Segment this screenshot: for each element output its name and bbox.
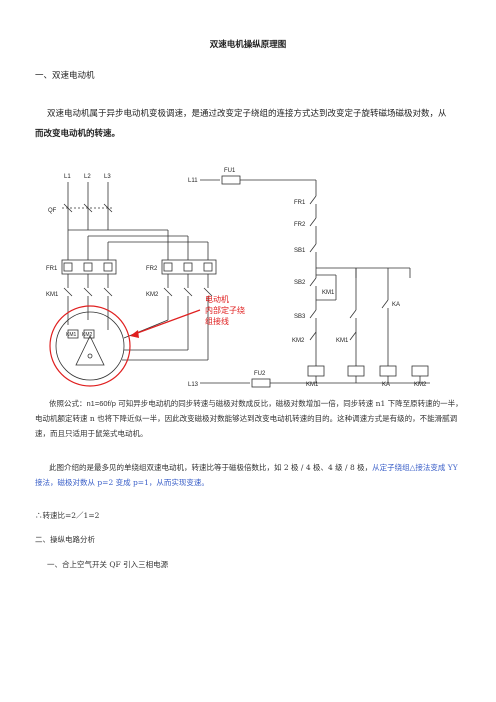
label-KM1-main: KM1 bbox=[46, 292, 59, 298]
intro-paragraph: 双速电动机属于异步电动机变极调速，是通过改变定子绕组的连接方式达到改变定子旋转磁… bbox=[35, 104, 465, 144]
label-L3: L3 bbox=[104, 174, 111, 180]
label-L13: L13 bbox=[188, 382, 199, 388]
label-L2: L2 bbox=[84, 174, 91, 180]
page-title: 双速电机操纵原理图 bbox=[209, 40, 287, 50]
label-KM1-hold: KM1 bbox=[322, 290, 335, 296]
label-KA-contact: KA bbox=[392, 302, 400, 308]
label-KM1-interlock: KM1 bbox=[336, 338, 349, 344]
label-SB3: SB3 bbox=[294, 314, 306, 320]
formula-text-b: 可知异步电动机的同步转速与磁极对数成反比，磁极对数增加一倍，同步转速 n1 下降… bbox=[35, 399, 463, 438]
label-FR2-ctrl: FR2 bbox=[294, 222, 306, 228]
formula: n1=60f/p bbox=[86, 399, 116, 408]
label-FU2: FU2 bbox=[254, 371, 266, 377]
label-KM1-motor: KM1 bbox=[66, 332, 77, 338]
label-SB2: SB2 bbox=[294, 280, 306, 286]
annotation-line-3: 组接线 bbox=[205, 316, 229, 326]
label-coil-KM1: KM1 bbox=[306, 382, 319, 388]
label-FR2-main: FR2 bbox=[146, 266, 158, 272]
section-heading-2: 二、操纵电路分析 bbox=[35, 535, 95, 544]
intro-text-b: 而改变电动机的转速。 bbox=[35, 129, 121, 139]
label-SB1: SB1 bbox=[294, 248, 306, 254]
subsection-1: 一、合上空气开关 QF 引入三相电源 bbox=[47, 560, 169, 569]
intro-text-a: 双速电动机属于异步电动机变极调速，是通过改变定子绕组的连接方式达到改变定子旋转磁… bbox=[47, 109, 447, 119]
label-L1: L1 bbox=[64, 174, 71, 180]
label-FU1: FU1 bbox=[224, 168, 236, 174]
formula-text-a: 依照公式： bbox=[49, 399, 87, 408]
formula-paragraph: 依照公式：n1=60f/p 可知异步电动机的同步转速与磁极对数成反比，磁极对数增… bbox=[35, 396, 465, 441]
annotation-line-2: 内部定子绕 bbox=[205, 305, 245, 315]
label-coil-KM2: KM2 bbox=[414, 382, 427, 388]
motor-text-a: 此图介绍的是最多见的单绕组双速电动机，转速比等于磁极倍数比，如 2 极 / 4 … bbox=[49, 463, 373, 472]
ratio-line: ∴转速比=2／1=2 bbox=[35, 511, 100, 520]
label-FR1-ctrl: FR1 bbox=[294, 200, 306, 206]
label-KM2-motor: KM2 bbox=[82, 332, 93, 338]
label-KM2-main: KM2 bbox=[146, 292, 159, 298]
label-KM2-interlock: KM2 bbox=[292, 338, 305, 344]
label-FR1-main: FR1 bbox=[46, 266, 58, 272]
intro-motor-paragraph: 此图介绍的是最多见的单绕组双速电动机，转速比等于磁极倍数比，如 2 极 / 4 … bbox=[35, 460, 465, 490]
annotation-line-1: 电动机 bbox=[205, 294, 229, 304]
section-heading-1: 一、双速电动机 bbox=[35, 71, 95, 81]
motor-text-blue: 从定子绕组△接法变成 YY 接法，磁极对数从 p=2 变成 p=1，从而实现变速… bbox=[35, 463, 458, 487]
label-QF: QF bbox=[48, 208, 57, 214]
label-coil-KA: KA bbox=[382, 382, 390, 388]
label-L11: L11 bbox=[188, 178, 198, 184]
circuit-diagram: L1 L2 L3 QF FR1 FR2 KM1 KM2 KM1 KM2 电动机 … bbox=[46, 168, 430, 388]
